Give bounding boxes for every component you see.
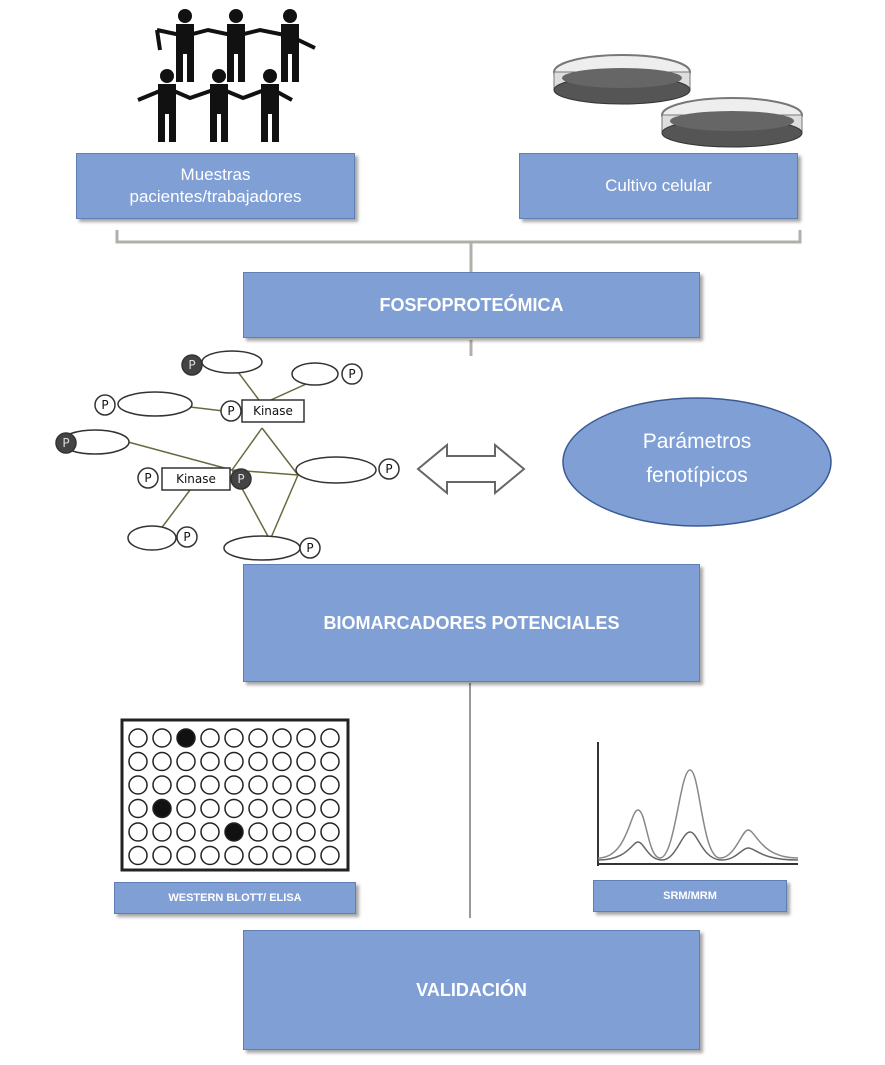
protein-nodes — [60, 350, 377, 561]
well — [224, 845, 244, 866]
well — [224, 822, 244, 842]
well — [128, 822, 148, 842]
well — [296, 751, 316, 772]
phospho-box: FOSFOPROTEÓMICA — [243, 272, 700, 338]
phenotype-line1: Parámetros — [643, 430, 752, 453]
well — [200, 728, 220, 748]
well — [200, 822, 220, 842]
patients-line2: pacientes/trabajadores — [129, 187, 302, 206]
petri-dish-icon — [553, 54, 803, 148]
well — [248, 775, 268, 795]
p-label-dark: P — [237, 472, 244, 486]
phenotype-line2: fenotípicos — [646, 464, 748, 487]
culture-label: Cultivo celular — [605, 176, 712, 195]
well — [224, 751, 244, 772]
well — [128, 728, 148, 748]
well — [128, 798, 148, 819]
well — [152, 845, 172, 866]
validation-box: VALIDACIÓN — [243, 930, 700, 1050]
well — [176, 845, 196, 866]
well — [128, 775, 148, 795]
well — [248, 845, 268, 866]
phospho-label: FOSFOPROTEÓMICA — [379, 294, 564, 315]
well — [272, 751, 292, 772]
well — [248, 798, 268, 819]
p-label: P — [101, 398, 108, 412]
well — [224, 728, 244, 748]
well — [296, 728, 316, 748]
well — [176, 775, 196, 795]
well — [224, 798, 244, 819]
people-icon — [137, 9, 316, 142]
culture-box: Cultivo celular — [519, 153, 798, 219]
p-label: P — [227, 404, 234, 418]
chromatogram-icon — [597, 742, 799, 866]
well — [320, 751, 340, 772]
well — [320, 728, 340, 748]
p-label: P — [144, 471, 151, 485]
p-label: P — [385, 462, 392, 476]
well — [200, 751, 220, 772]
well — [176, 728, 196, 748]
well — [152, 798, 172, 819]
srm-label: SRM/MRM — [663, 890, 717, 902]
well — [296, 822, 316, 842]
well — [128, 751, 148, 772]
western-label: WESTERN BLOTT/ ELISA — [168, 892, 302, 904]
patients-line1: Muestras — [180, 165, 251, 184]
connector-lines — [115, 230, 802, 356]
p-label-dark: P — [188, 358, 195, 372]
biomarkers-label: BIOMARCADORES POTENCIALES — [323, 612, 620, 633]
biomarkers-box: BIOMARCADORES POTENCIALES — [243, 564, 700, 682]
well — [152, 822, 172, 842]
well — [296, 845, 316, 866]
well — [272, 822, 292, 842]
well — [248, 822, 268, 842]
well — [152, 751, 172, 772]
p-label: P — [348, 367, 355, 381]
kinase-label-2: Kinase — [176, 472, 216, 486]
patients-box: Muestras pacientes/trabajadores — [76, 153, 355, 219]
srm-label-box: SRM/MRM — [593, 880, 787, 912]
validation-label: VALIDACIÓN — [416, 979, 527, 1000]
p-label: P — [306, 541, 313, 555]
kinase-label-1: Kinase — [253, 404, 293, 418]
p-label: P — [183, 530, 190, 544]
double-arrow-icon — [416, 442, 526, 496]
phospho-markers — [55, 354, 400, 559]
western-label-box: WESTERN BLOTT/ ELISA — [114, 882, 356, 914]
p-label-dark: P — [62, 436, 69, 450]
well-plate-icon — [120, 718, 350, 872]
well — [176, 798, 196, 819]
well — [248, 728, 268, 748]
well — [320, 822, 340, 842]
well — [272, 728, 292, 748]
well — [272, 845, 292, 866]
well — [200, 845, 220, 866]
well — [224, 775, 244, 795]
well — [128, 845, 148, 866]
well — [176, 822, 196, 842]
well — [152, 728, 172, 748]
well — [152, 775, 172, 795]
kinase-boxes — [161, 399, 305, 491]
well — [200, 775, 220, 795]
well — [200, 798, 220, 819]
well — [320, 775, 340, 795]
well — [272, 798, 292, 819]
well — [320, 798, 340, 819]
phenotype-ellipse — [562, 397, 832, 527]
well — [320, 845, 340, 866]
well — [248, 751, 268, 772]
well — [272, 775, 292, 795]
well — [296, 775, 316, 795]
well — [176, 751, 196, 772]
well — [296, 798, 316, 819]
